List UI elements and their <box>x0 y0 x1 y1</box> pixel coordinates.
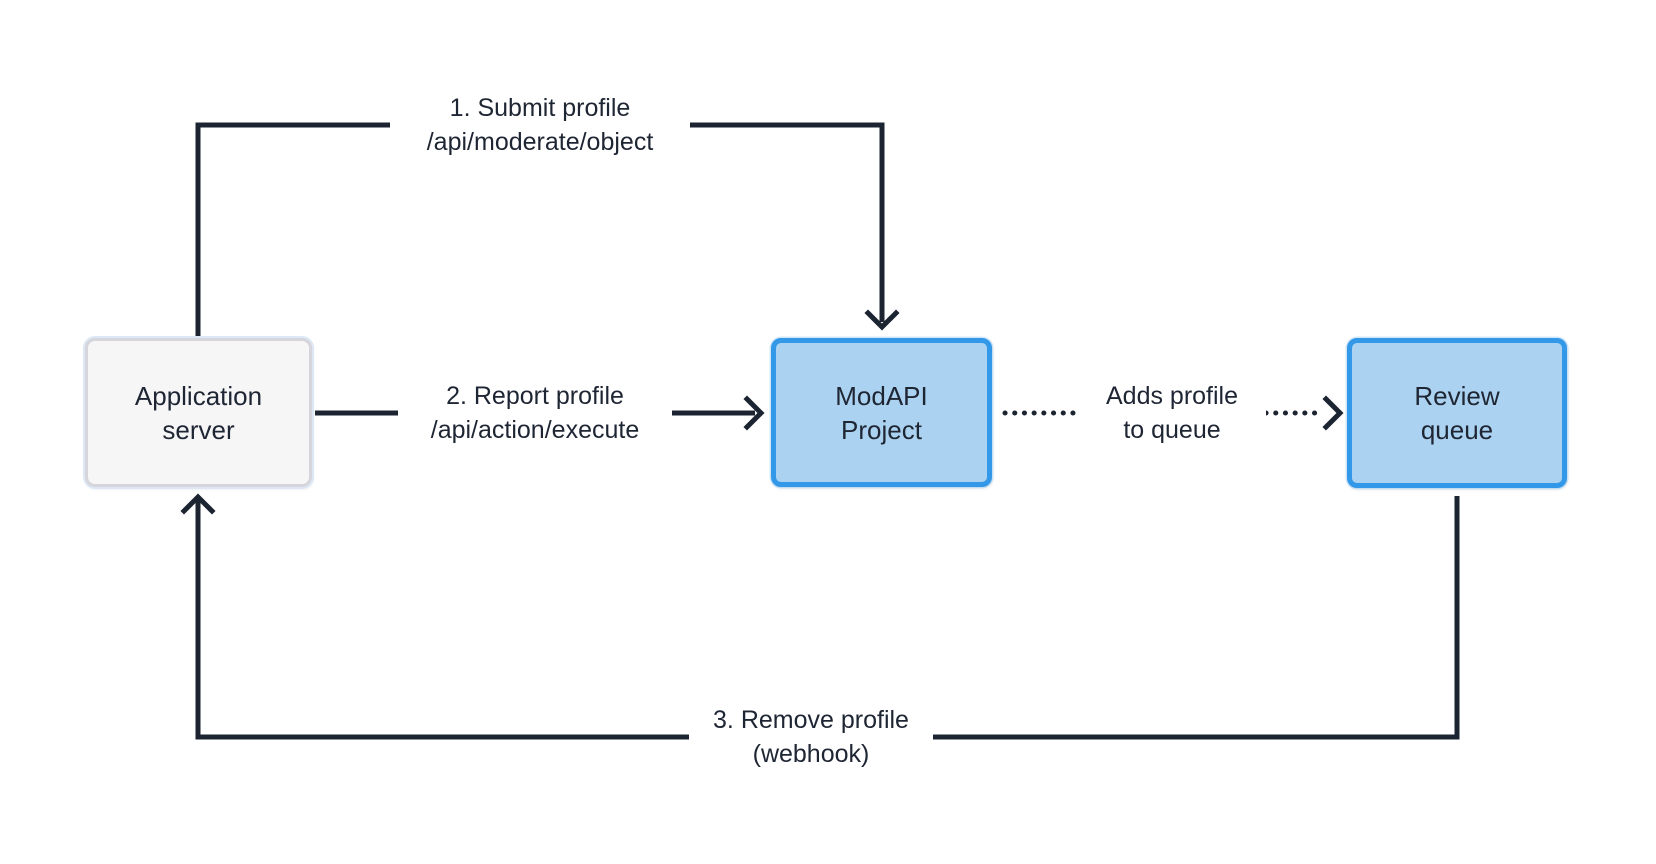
node-modapi-project-label: ModAPI Project <box>835 380 928 445</box>
edge-report-profile-arrowhead-right-icon <box>743 395 765 431</box>
edge-label-submit-profile: 1. Submit profile /api/moderate/object <box>390 89 690 161</box>
edge-label-report-profile: 2. Report profile /api/action/execute <box>400 377 670 449</box>
node-review-queue: Review queue <box>1347 338 1567 488</box>
edge-submit-profile-arrowhead-down-icon <box>864 309 900 331</box>
edge-label-remove-profile: 3. Remove profile (webhook) <box>689 701 933 773</box>
node-application-server: Application server <box>85 338 312 487</box>
edge-submit-profile-line-right <box>688 122 885 322</box>
node-review-queue-label: Review queue <box>1414 381 1500 445</box>
edge-submit-profile-line-left <box>195 122 392 339</box>
edge-remove-profile-arrowhead-up-icon <box>180 493 216 515</box>
node-application-server-label: Application server <box>134 380 263 445</box>
edge-remove-profile-line-left <box>195 500 690 740</box>
edge-adds-to-queue-arrowhead-right-icon <box>1322 395 1344 431</box>
edge-remove-profile-line-right <box>932 496 1460 740</box>
edge-label-adds-profile-to-queue: Adds profile to queue <box>1078 377 1266 449</box>
node-modapi-project: ModAPI Project <box>771 338 992 487</box>
